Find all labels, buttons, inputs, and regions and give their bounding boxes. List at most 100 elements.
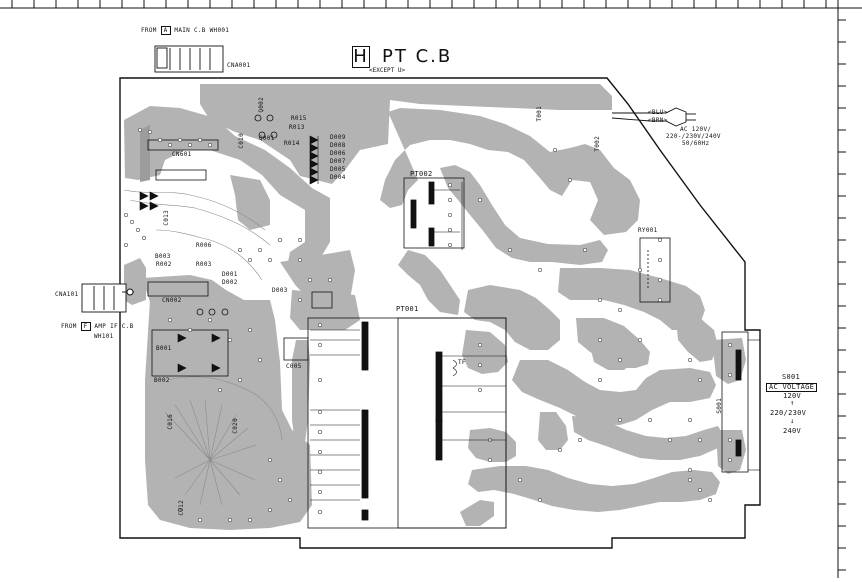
pad-pin [277,237,283,243]
tf-label: TF [458,359,466,366]
pad-pin [637,337,643,343]
component-outlines [147,114,333,377]
d005-label: D005 [330,166,346,173]
pad-pin [317,469,323,475]
pad-pin [582,247,588,253]
pad-pin [247,257,253,263]
d004-label: D004 [330,174,346,181]
pad-pin [597,297,603,303]
pad-pin [507,247,513,253]
d006-label: D006 [330,150,346,157]
c020-label: C020 [232,418,239,434]
pad-pin [727,342,733,348]
pad-pin [317,342,323,348]
pad-pin [297,297,303,303]
section-letter-box: H [352,46,370,68]
c005-label: C005 [286,363,302,370]
wh001-from-suffix: MAIN C.B WH001 [174,27,230,34]
pad-pin [267,457,273,463]
d001-label: D001 [222,271,238,278]
pad-pin [687,477,693,483]
voltage-220-230-label: 220/230V [770,409,807,417]
r014-label: R014 [284,140,300,147]
pad-pin [517,477,523,483]
pt002-label: PT002 [410,170,433,178]
q001-label: Q001 [259,135,275,142]
pad-pin [217,387,223,393]
pad-pin [277,477,283,483]
ac-voltage-label: AC VOLTAGE [766,383,818,392]
pad-pin [697,487,703,493]
c013-label: C013 [163,210,170,226]
pad-pin [617,357,623,363]
pad-pin [657,237,663,243]
copper-traces [124,84,746,530]
cna101-label: CNA101 [55,291,79,298]
pad-pin [447,212,453,218]
pad-pin [187,142,193,148]
thin-wiring [310,182,760,501]
pad-pin [147,129,153,135]
pad-pin [707,497,713,503]
pad-pin [307,277,313,283]
pad-pin [697,437,703,443]
pad-pin [447,197,453,203]
c012-label: C012 [178,500,185,516]
pad-pin [667,437,673,443]
pad-pin [297,237,303,243]
pad-pin [227,517,233,523]
board-title: PT C.B [382,46,453,67]
pad-pin [447,182,453,188]
pad-pin [247,517,253,523]
pt001-label: PT001 [396,305,419,313]
pad-pin [317,429,323,435]
pad-pin [597,377,603,383]
ac-plug [611,107,696,127]
pad-pin [135,227,141,233]
d002-label: D002 [222,279,238,286]
b001-label: B001 [156,345,172,352]
ac-input-line3: 50/60Hz [682,140,710,147]
pad-pin [247,327,253,333]
pad-pins [123,127,733,523]
s001-ref-label: S001 [782,373,801,381]
pad-pin [447,227,453,233]
b003-label: B003 [155,253,171,260]
pad-pin [207,142,213,148]
d009-label: D009 [330,134,346,141]
pad-pin [657,257,663,263]
pad-pin [177,507,183,513]
voltage-230-label: 230V [788,409,807,417]
pad-pin [477,387,483,393]
pad-pin [487,457,493,463]
wh101-from-prefix: FROM [61,323,77,330]
c010-label: C010 [238,133,245,149]
pad-pin [123,212,129,218]
wh101-from-label: FROM F AMP IF C.B [61,322,134,331]
voltage-220-label: 220 [770,409,784,417]
cn002-label: CN002 [162,297,182,304]
pad-pin [617,417,623,423]
arrow-up-icon: ↑ [790,399,795,407]
t002-label: T002 [594,136,601,152]
pad-pin [537,267,543,273]
pad-pin [597,337,603,343]
pad-pin [577,437,583,443]
pad-pin [552,147,558,153]
pad-pin [137,127,143,133]
pad-pin [657,297,663,303]
pad-pin [557,447,563,453]
pad-pin [727,372,733,378]
pad-pin [157,137,163,143]
c016-label: C016 [167,414,174,430]
pad-pin [727,437,733,443]
ac-input-line2: 220-/230V/240V [666,133,721,140]
pad-pin [297,257,303,263]
s001-side-label: S001 [716,398,723,414]
pad-pin [617,307,623,313]
pad-pin [177,137,183,143]
pad-pin [657,277,663,283]
pad-pin [167,317,173,323]
